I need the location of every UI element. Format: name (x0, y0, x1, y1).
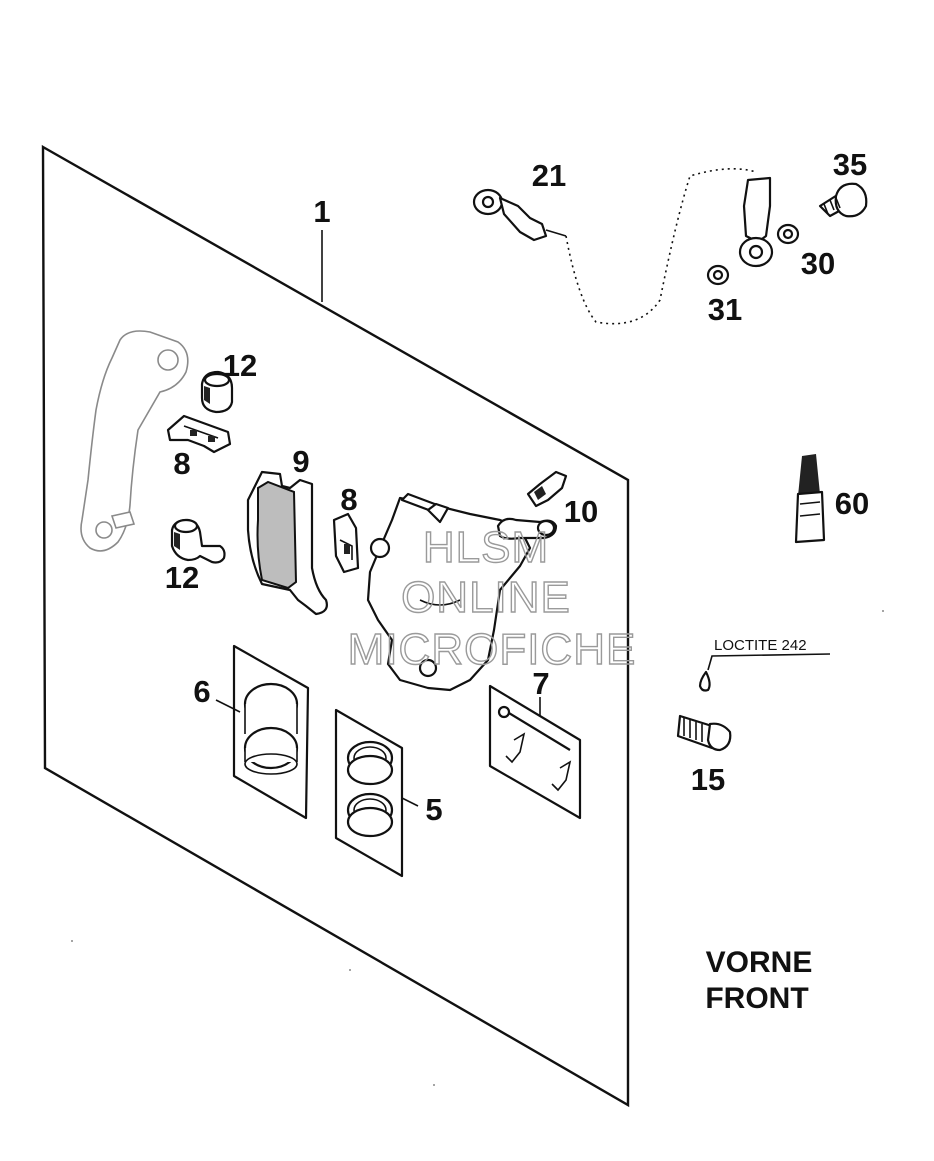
callout-15: 15 (691, 762, 725, 797)
banjo-bolt-35 (818, 182, 868, 218)
callout-35: 35 (833, 147, 867, 182)
callout-10: 10 (564, 494, 598, 529)
orientation-line-1: VORNE (706, 946, 813, 979)
pin-kit-7 (488, 684, 582, 820)
callout-60: 60 (835, 486, 869, 521)
callout-12-bottom: 12 (165, 560, 199, 595)
leader-6 (215, 699, 241, 713)
callout-9: 9 (292, 444, 309, 479)
washer-30 (776, 223, 800, 245)
callout-6: 6 (193, 674, 210, 709)
callout-30: 30 (801, 246, 835, 281)
bolt-15 (676, 714, 732, 752)
callout-7: 7 (532, 666, 549, 701)
loctite-drop (698, 653, 831, 692)
threadlock-tube-60 (794, 454, 826, 544)
leader-5 (401, 797, 419, 807)
caliper-housing (366, 492, 532, 692)
orientation-line-2: FRONT (705, 982, 808, 1015)
watermark: HLSM ONLINE MICROFICHE (347, 522, 637, 674)
bushing-12-top (200, 370, 234, 414)
brake-pad-9 (246, 470, 328, 616)
callout-31: 31 (708, 292, 742, 327)
assembly-board (41, 144, 630, 1108)
caliper-bracket (80, 330, 189, 552)
callout-12-top: 12 (223, 348, 257, 383)
brake-hose-21 (472, 168, 774, 325)
callout-8-left: 8 (173, 446, 190, 481)
seal-kit-5 (334, 708, 404, 878)
watermark-line-2: ONLINE (401, 573, 571, 622)
scan-specks (71, 610, 884, 1086)
watermark-line-3: MICROFICHE (348, 625, 637, 674)
bleeder-valve-10 (496, 470, 568, 540)
pad-spring-8-right (332, 512, 360, 574)
guide-pin-12-bottom (170, 518, 226, 564)
pad-spring-8-left (166, 414, 232, 454)
callout-5: 5 (425, 792, 442, 827)
loctite-label: LOCTITE 242 (714, 637, 807, 654)
callout-21: 21 (532, 158, 566, 193)
washer-31 (706, 264, 730, 286)
watermark-line-1: HLSM (423, 523, 549, 572)
callout-8-right: 8 (340, 482, 357, 517)
callout-1: 1 (313, 194, 330, 229)
piston-kit-6 (232, 644, 310, 820)
